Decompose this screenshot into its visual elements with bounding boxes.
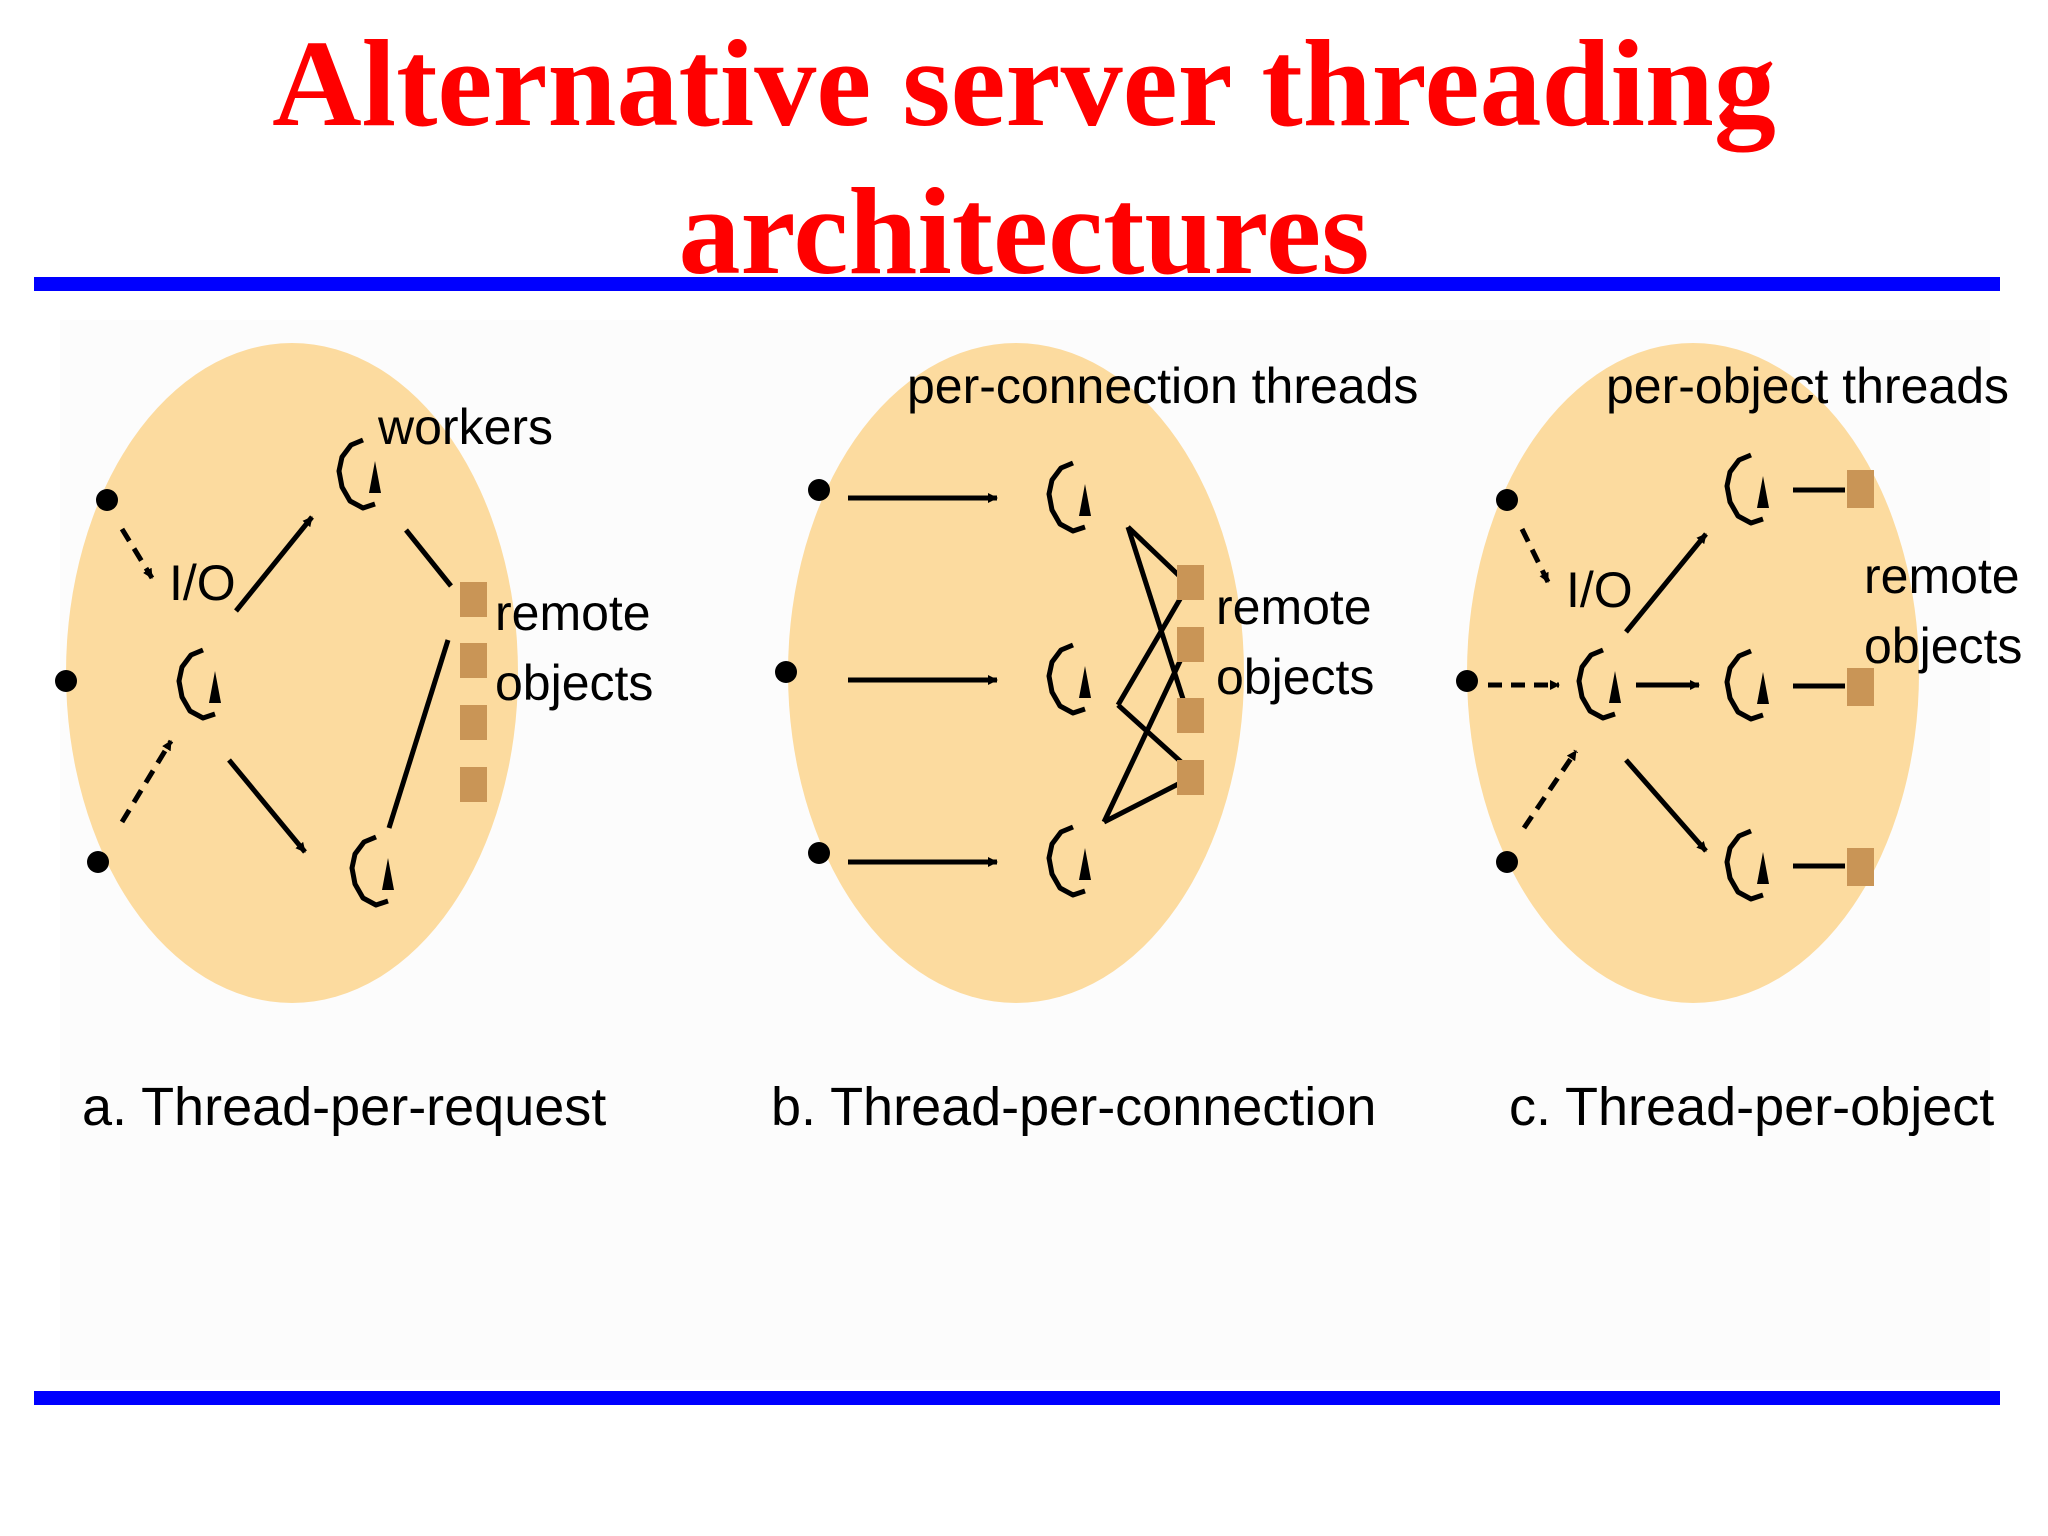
slide-title-line-1: Alternative server threading bbox=[272, 15, 1776, 152]
process-ellipse-c bbox=[1467, 343, 1919, 1003]
remote-objects-label-line-1: remote bbox=[495, 585, 651, 641]
process-ellipse-b bbox=[788, 343, 1244, 1003]
remote-object bbox=[460, 767, 487, 802]
remote-object bbox=[1177, 565, 1204, 600]
connection-arrows-b bbox=[848, 493, 1195, 867]
remote-object bbox=[1847, 848, 1874, 886]
diagram-c: per-object threads I/O remote objects c.… bbox=[1456, 343, 2022, 1137]
workers-label: workers bbox=[377, 399, 553, 455]
bottom-divider bbox=[34, 1391, 2000, 1405]
invocation-line bbox=[1115, 580, 1193, 707]
caption-a: a. Thread-per-request bbox=[82, 1077, 606, 1137]
remote-object bbox=[460, 643, 487, 678]
remote-objects-label-line-1: remote bbox=[1864, 548, 2020, 604]
client-dot bbox=[1496, 851, 1518, 873]
request-arrows-a bbox=[119, 515, 453, 854]
remote-objects-label-line-2: objects bbox=[495, 655, 653, 711]
remote-objects-label-line-1: remote bbox=[1216, 579, 1372, 635]
client-dot bbox=[808, 479, 830, 501]
invocation-line bbox=[1102, 775, 1192, 825]
invocation-line bbox=[1125, 526, 1195, 728]
request-arrow bbox=[1521, 749, 1579, 830]
diagram-b: per-connection threads remote objects b.… bbox=[771, 343, 1418, 1137]
io-label: I/O bbox=[1566, 562, 1633, 618]
remote-object bbox=[1177, 760, 1204, 795]
remote-object bbox=[460, 582, 487, 617]
process-ellipse-a bbox=[66, 343, 518, 1003]
request-arrow bbox=[1519, 527, 1551, 584]
remote-object bbox=[1847, 470, 1874, 508]
request-arrows-c bbox=[1488, 487, 1845, 869]
remote-object bbox=[460, 705, 487, 740]
caption-b: b. Thread-per-connection bbox=[771, 1077, 1376, 1137]
remote-objects-label-line-2: objects bbox=[1216, 649, 1374, 705]
top-divider bbox=[34, 277, 2000, 291]
client-dot bbox=[775, 661, 797, 683]
client-dot bbox=[808, 842, 830, 864]
remote-object bbox=[1177, 627, 1204, 662]
per-object-threads-label: per-object threads bbox=[1606, 358, 2009, 414]
io-label: I/O bbox=[169, 555, 236, 611]
dispatch-arrow bbox=[234, 515, 314, 613]
client-dot bbox=[1496, 489, 1518, 511]
invocation-line bbox=[386, 639, 451, 829]
diagram-a: workers I/O remote objects a. Thread-per… bbox=[55, 343, 653, 1137]
dispatch-arrow bbox=[1624, 532, 1708, 634]
client-dot bbox=[1456, 670, 1478, 692]
dispatch-arrow bbox=[1624, 758, 1708, 853]
client-dot bbox=[87, 851, 109, 873]
invocation-line bbox=[1116, 703, 1192, 772]
invocation-line bbox=[1101, 638, 1193, 824]
caption-c: c. Thread-per-object bbox=[1509, 1077, 1994, 1137]
client-dot bbox=[96, 489, 118, 511]
remote-object bbox=[1847, 668, 1874, 706]
invocation-line bbox=[404, 528, 453, 588]
remote-objects-label-line-2: objects bbox=[1864, 618, 2022, 674]
request-arrow bbox=[119, 527, 155, 580]
slide-title: Alternative server threading architectur… bbox=[0, 10, 2048, 306]
per-connection-threads-label: per-connection threads bbox=[907, 358, 1418, 414]
request-arrow bbox=[119, 739, 174, 824]
client-dot bbox=[55, 670, 77, 692]
remote-object bbox=[1177, 698, 1204, 733]
dispatch-arrow bbox=[227, 758, 307, 854]
